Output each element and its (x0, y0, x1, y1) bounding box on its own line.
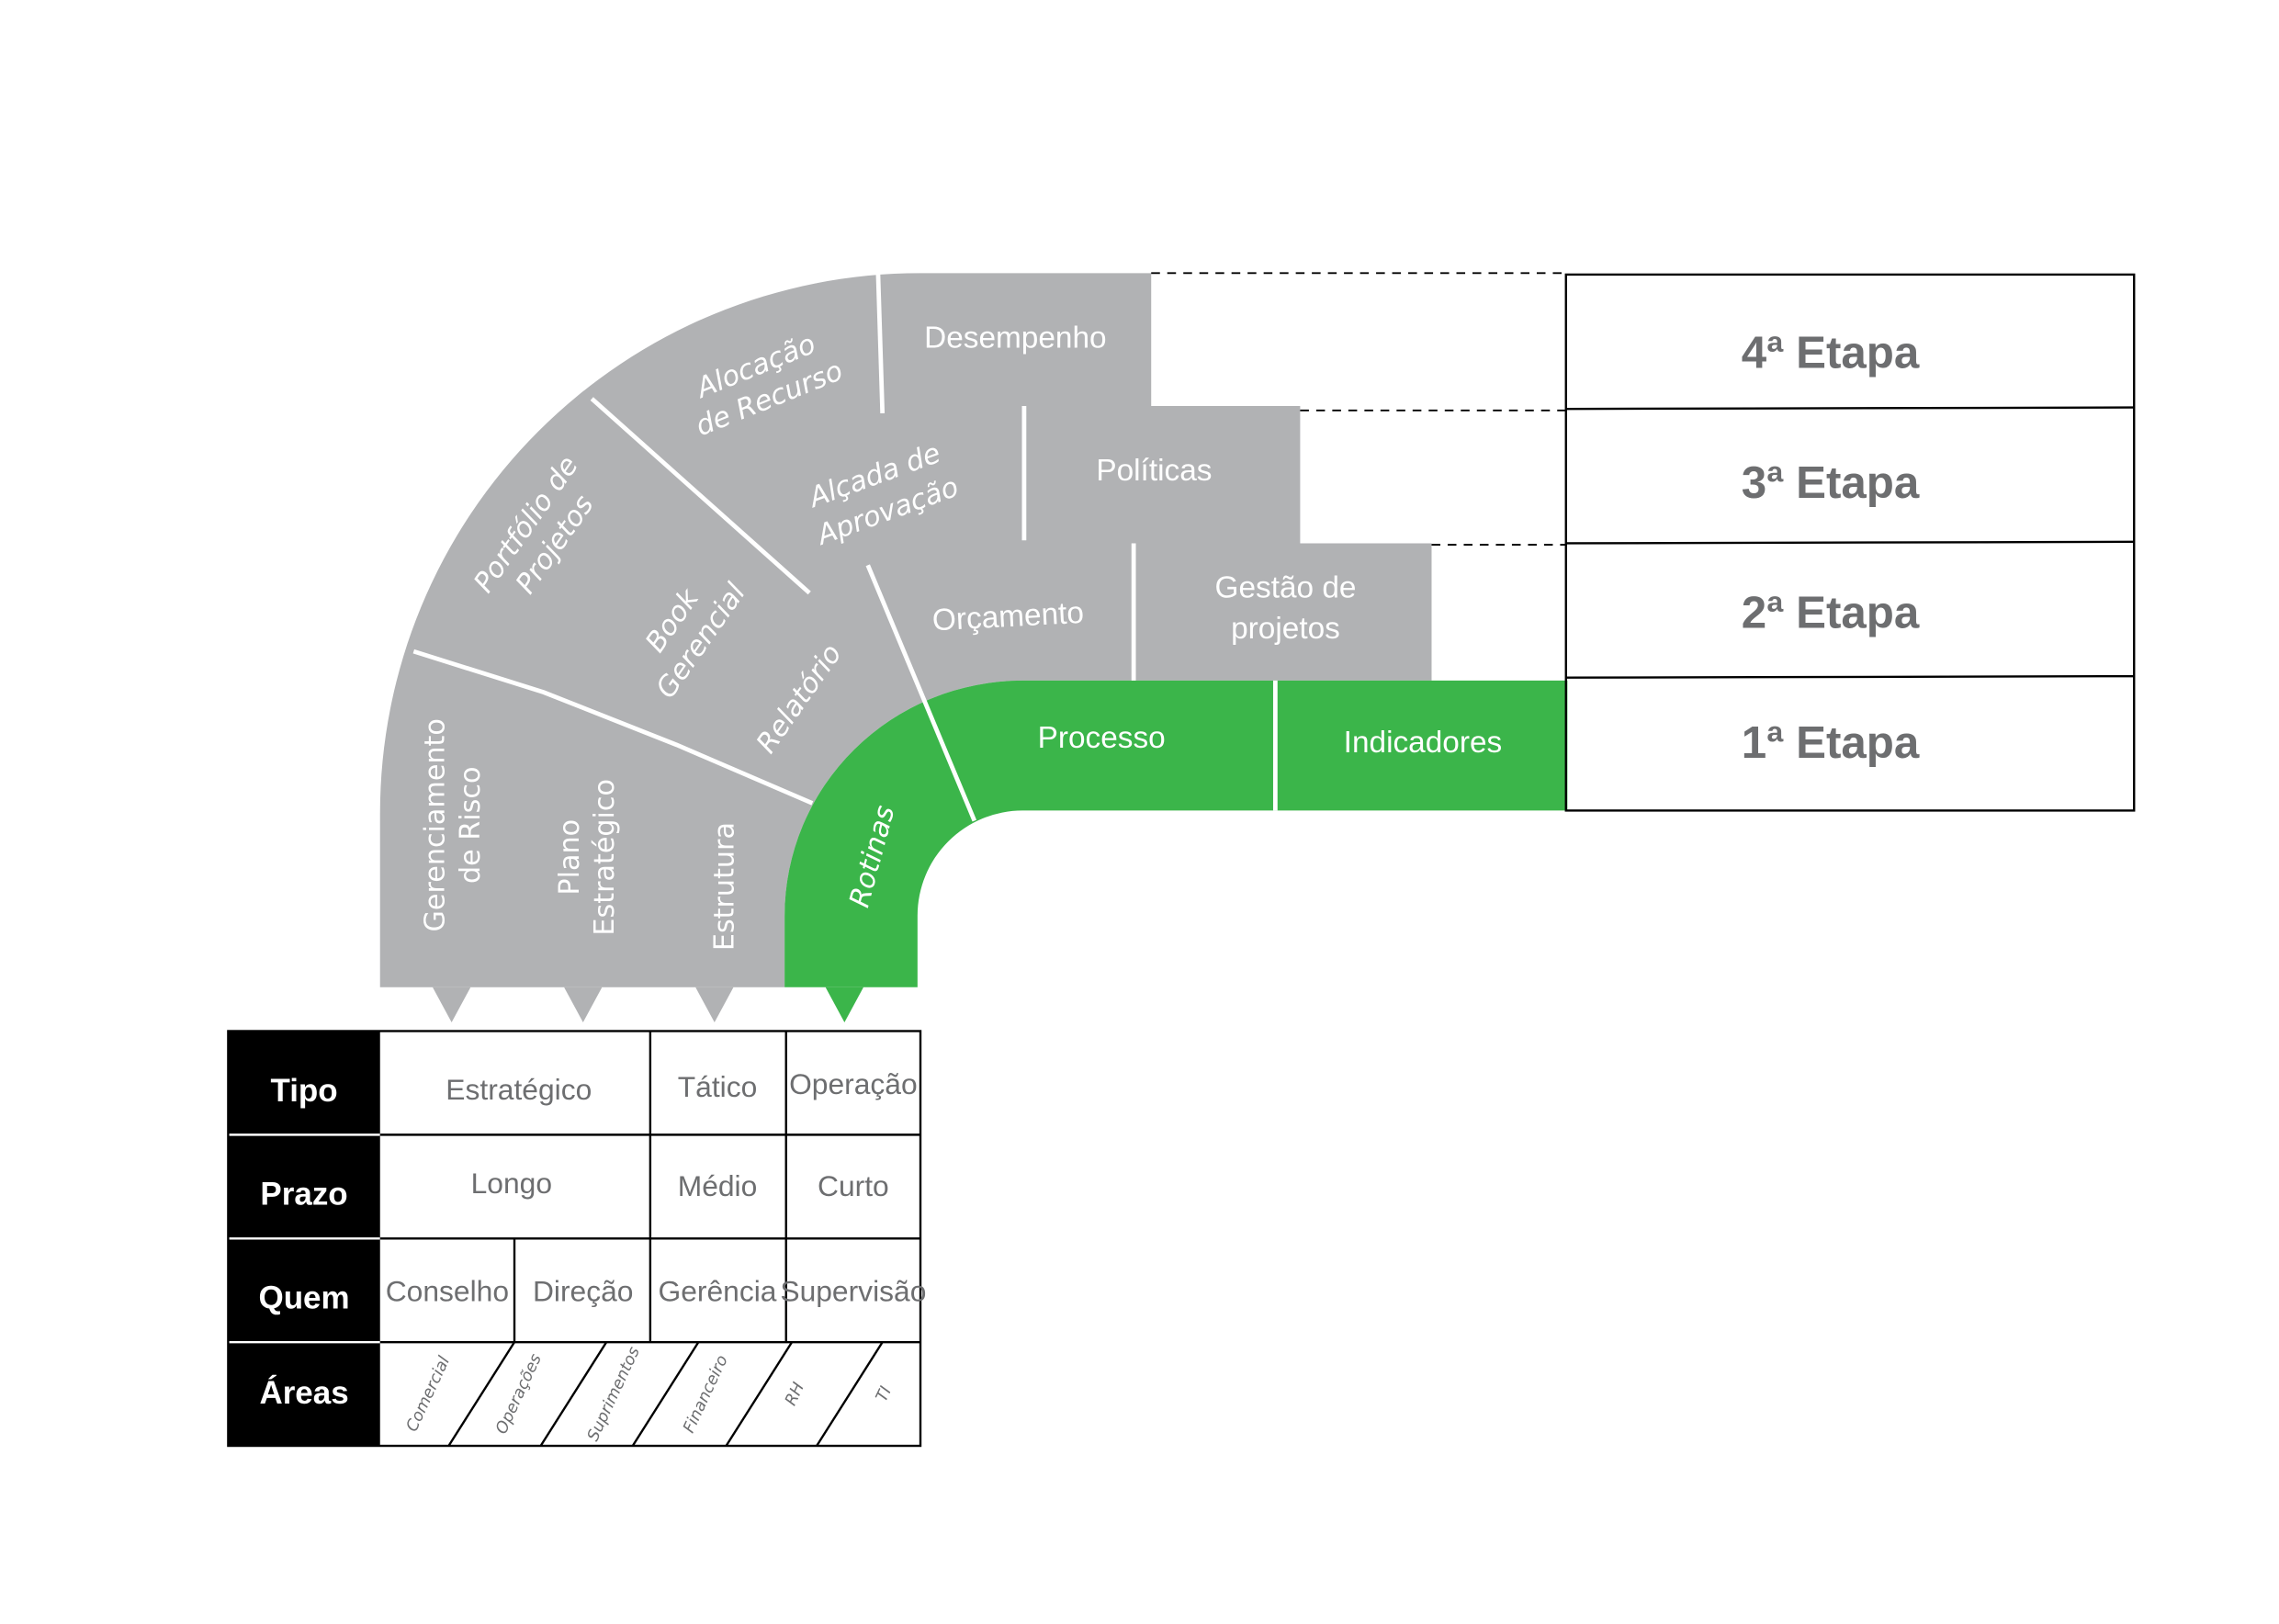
etapa-1: 1ª Etapa (1742, 717, 1920, 768)
dashed-connectors (1151, 272, 1566, 546)
segment-processo: Processo (1038, 721, 1166, 755)
label: Gerenciamento (420, 718, 452, 931)
segment-politicas: Políticas (1096, 454, 1212, 488)
area-rh: RH (782, 1380, 808, 1408)
area-suprimentos: Suprimentos (584, 1344, 644, 1444)
etapa-2: 2ª Etapa (1742, 588, 1920, 638)
segment-gerenciamento-risco: Gerenciamento de Risco (420, 718, 487, 931)
area-ti: TI (873, 1383, 896, 1404)
arrow-estrategico-1 (432, 987, 471, 1022)
quem-direcao: Direção (533, 1275, 634, 1308)
tipo-estrategico: Estratégico (446, 1073, 592, 1106)
arrow-operacao (825, 987, 864, 1022)
etapas-table: 4ª Etapa 3ª Etapa 2ª Etapa 1ª Etapa (1564, 273, 2136, 812)
segment-desempenho: Desempenho (924, 321, 1107, 355)
label: Estratégico (589, 779, 621, 936)
tipo-tatico: Tático (678, 1070, 758, 1103)
prazo-medio: Médio (678, 1169, 758, 1202)
segment-estrutura: Estrutura (709, 822, 741, 951)
segment-indicadores: Indicadores (1344, 726, 1503, 760)
arrow-estrategico-2 (564, 987, 603, 1022)
prazo-curto: Curto (818, 1169, 889, 1202)
label: de Risco (455, 767, 487, 884)
etapa-3: 3ª Etapa (1742, 457, 1920, 508)
header-tipo: Tipo (270, 1073, 337, 1109)
header-prazo: Prazo (260, 1177, 347, 1212)
header-quem: Quem (259, 1280, 350, 1316)
segment-orcamento: Orçamento (931, 596, 1085, 638)
label: Plano (554, 819, 586, 896)
segment-plano-estrategico: Plano Estratégico (554, 779, 621, 936)
quem-conselho: Conselho (386, 1275, 509, 1308)
segment-gestao-line2: projetos (1231, 612, 1340, 646)
classification-table: Tipo Prazo Quem Áreas Estratégico Tático… (227, 1030, 926, 1448)
pointer-arrows (432, 987, 864, 1022)
tipo-operacao: Operação (789, 1067, 918, 1100)
header-areas: Áreas (259, 1374, 348, 1411)
quem-gerencia: Gerência (659, 1275, 777, 1308)
segment-gestao-line1: Gestão de (1214, 570, 1356, 604)
prazo-longo: Longo (471, 1167, 552, 1200)
label: Estrutura (709, 822, 741, 951)
segment-dividers (412, 273, 1278, 822)
arrow-tatico (695, 987, 734, 1022)
green-stage-band (784, 680, 1568, 987)
quem-supervisao: Supervisão (780, 1275, 926, 1308)
etapa-4: 4ª Etapa (1742, 328, 1920, 378)
area-financeiro: Financeiro (680, 1352, 732, 1436)
area-comercial: Comercial (403, 1354, 454, 1435)
gray-stage-area (379, 273, 1432, 987)
